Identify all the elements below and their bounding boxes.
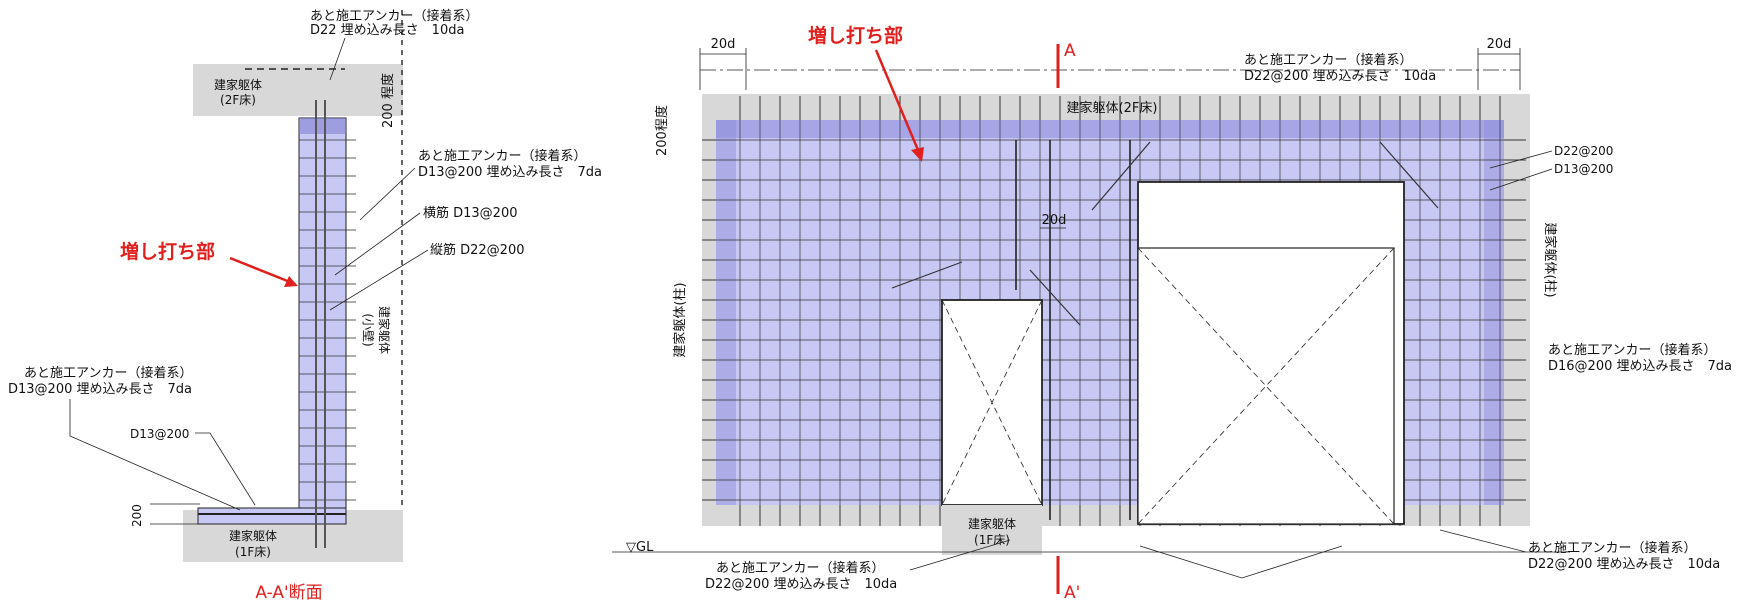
elev-opening-left-x2 [941, 299, 1043, 506]
elev-anchor-bottom-2: D22@200 埋め込み長さ 10da [705, 577, 897, 592]
section-dim200-top: 200 程度 [380, 73, 396, 128]
section-tatekin-leader [329, 249, 429, 311]
section-anchor-top-leader [329, 37, 346, 81]
elev-d13: D13@200 [1554, 162, 1613, 176]
section-anchor-left-1: あと施工アンカー（接着系） [24, 365, 192, 381]
section-1f-label-2: (1F床) [235, 545, 271, 559]
section-bottom-infill [197, 507, 347, 525]
section-d13: D13@200 [130, 427, 189, 441]
elevation-view: 20d 20d 20d A A' 増し打ち部 あと施工アンカー（接着系） D22… [612, 24, 1732, 603]
elev-floor1-1: 建家躯体 [968, 516, 1016, 531]
elev-col-left: 建家躯体(柱) [672, 282, 688, 357]
elev-diag-2 [1029, 269, 1081, 326]
section-2f-slab-ext [343, 64, 403, 116]
elev-col-right: 建家躯体(柱) [1542, 222, 1558, 297]
elev-diag-3 [1091, 141, 1151, 211]
section-view: 建家躯体 (2F床) 建家躯体 (1F床) 建家躯体 (小壁) あと施工アンカー… [8, 8, 602, 603]
elev-cut-a: A [1064, 41, 1076, 61]
elev-d22: D22@200 [1554, 144, 1613, 158]
section-red-arrowhead [284, 276, 298, 287]
elev-opening-right-x1 [1137, 247, 1395, 525]
section-red-arrow [229, 256, 291, 284]
elev-anchor-bottom-leader2 [1139, 545, 1343, 579]
elev-d22-leader [1489, 150, 1553, 169]
elev-1f-slab-left [942, 505, 1042, 555]
elev-d20-left: 20d [711, 37, 736, 52]
elev-anchor-br-2: D22@200 埋め込み長さ 10da [1528, 557, 1720, 572]
elev-opening-right [1137, 247, 1395, 525]
elev-cut-a2: A' [1064, 583, 1080, 603]
elev-infill-right-hatch [1484, 120, 1504, 505]
section-yokokin-leader [334, 212, 421, 276]
section-wall-label: 建家躯体 [377, 306, 392, 354]
elev-anchor-right-1: あと施工アンカー（接着系） [1548, 342, 1716, 358]
section-2f-label-2: (2F床) [220, 93, 256, 107]
elev-diag-4 [1379, 141, 1439, 209]
section-caption: A-A'断面 [255, 583, 322, 603]
elev-d13-leader [1489, 168, 1553, 191]
elev-red-label: 増し打ち部 [808, 24, 903, 47]
elev-floor2: 建家躯体(2F床) [1067, 100, 1158, 116]
elev-anchor-br-leader [1439, 529, 1527, 553]
section-2f-slab [193, 64, 343, 116]
elev-dim200: 200程度 [654, 105, 670, 156]
section-d13-leader [195, 432, 256, 506]
elev-anchor-bottom-1: あと施工アンカー（接着系） [716, 560, 884, 576]
elev-anchor-bottom-leader [909, 539, 1011, 571]
elev-gl: ▽GL [626, 540, 654, 555]
section-yokokin: 横筋 D13@200 [423, 205, 518, 221]
section-dim200: 200 [130, 504, 144, 527]
section-1f-label-1: 建家躯体 [229, 528, 277, 543]
elev-red-arrow [874, 49, 920, 151]
section-infill-hatch [299, 118, 346, 134]
elev-floor1-2: (1F床) [974, 533, 1010, 547]
elev-anchor-top-1: あと施工アンカー（接着系） [1244, 52, 1412, 68]
section-anchor-top-1: あと施工アンカー（接着系） [310, 8, 478, 24]
section-anchor-mid-leader [359, 167, 416, 221]
section-anchor-mid-1: あと施工アンカー（接着系） [418, 148, 586, 164]
section-anchor-left-leader [69, 399, 241, 511]
section-anchor-mid-2: D13@200 埋め込み長さ 7da [418, 165, 602, 180]
elev-anchor-top-2: D22@200 埋め込み長さ 10da [1244, 69, 1436, 84]
elev-infill-top-hatch [716, 120, 1504, 138]
section-2f-label-1: 建家躯体 [214, 77, 262, 92]
elev-anchor-right-2: D16@200 埋め込み長さ 7da [1548, 359, 1732, 374]
section-anchor-left-2: D13@200 埋め込み長さ 7da [8, 382, 192, 397]
elev-d20-mid: 20d [1042, 213, 1067, 228]
elev-diag-1 [891, 261, 963, 289]
section-rebar-grid [299, 139, 356, 501]
section-red-label: 増し打ち部 [120, 240, 215, 263]
section-anchor-top-2: D22 埋め込み長さ 10da [310, 23, 464, 38]
elev-opening-right-x2 [1137, 247, 1395, 525]
section-infill-wall [298, 117, 347, 511]
elev-anchor-br-1: あと施工アンカー（接着系） [1528, 540, 1696, 556]
section-wall-label-2: (小壁) [361, 313, 376, 346]
elev-red-arrowhead [911, 147, 924, 162]
elev-infill-left-hatch [716, 120, 736, 505]
elev-d20-right: 20d [1487, 37, 1512, 52]
section-tatekin: 縦筋 D22@200 [430, 242, 525, 258]
